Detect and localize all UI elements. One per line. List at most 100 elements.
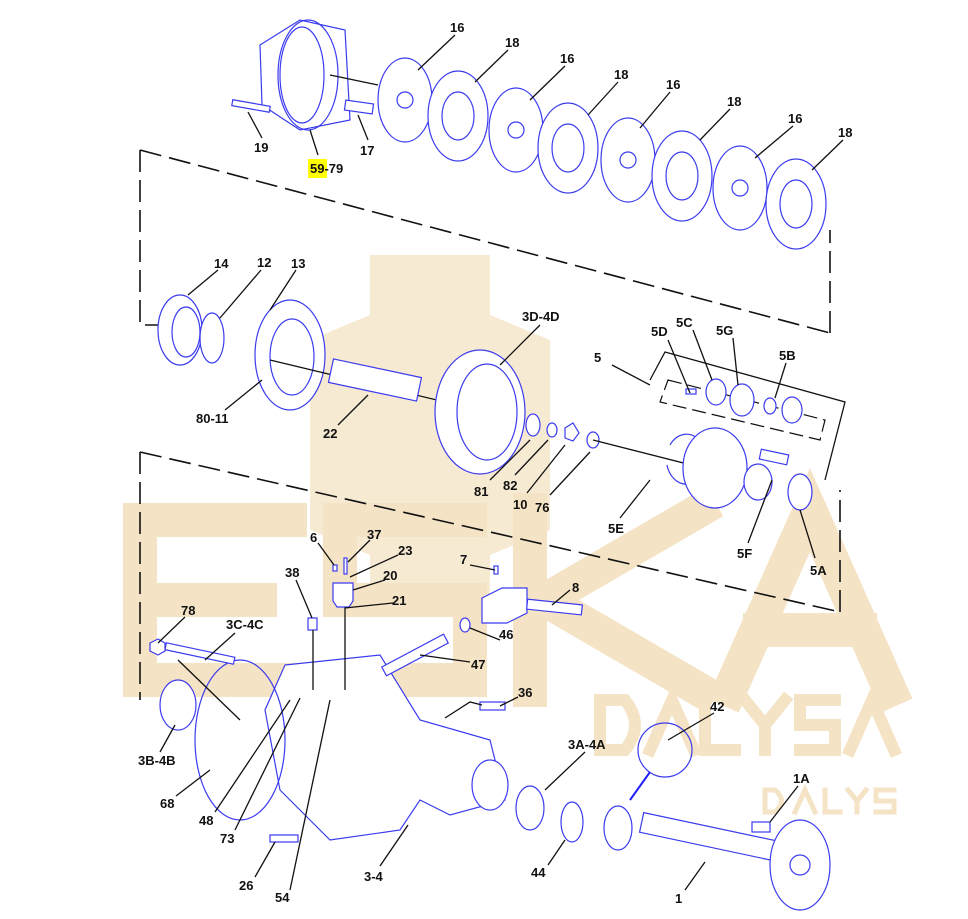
pin-17 <box>343 99 375 115</box>
label-18[interactable]: 18 <box>505 35 519 50</box>
label-82[interactable]: 82 <box>503 478 517 493</box>
label-5f[interactable]: 5F <box>737 546 752 561</box>
disc-pack <box>377 57 827 250</box>
block-8 <box>481 587 528 624</box>
watermark-sub-lettering <box>762 783 897 816</box>
label-48[interactable]: 48 <box>199 813 213 828</box>
label-37[interactable]: 37 <box>367 527 381 542</box>
label-26[interactable]: 26 <box>239 878 253 893</box>
label-16[interactable]: 16 <box>560 51 574 66</box>
label-12[interactable]: 12 <box>257 255 271 270</box>
label-3b-4b[interactable]: 3B-4B <box>138 753 176 768</box>
leader-lines <box>157 34 844 891</box>
shaft-22 <box>327 358 423 402</box>
gear-5a <box>787 473 813 511</box>
label-5c[interactable]: 5C <box>676 315 693 330</box>
pin-5d <box>685 388 697 395</box>
bracket-5 <box>649 351 846 481</box>
label-10[interactable]: 10 <box>513 497 527 512</box>
label-3a-4a[interactable]: 3A-4A <box>568 737 606 752</box>
label-5b[interactable]: 5B <box>779 348 796 363</box>
label-5e[interactable]: 5E <box>608 521 624 536</box>
label-18[interactable]: 18 <box>614 67 628 82</box>
label-47[interactable]: 47 <box>471 657 485 672</box>
frame-lower <box>139 451 841 700</box>
label-46[interactable]: 46 <box>499 627 513 642</box>
nut-82 <box>546 422 558 438</box>
label-1a[interactable]: 1A <box>793 771 810 786</box>
label-78[interactable]: 78 <box>181 603 195 618</box>
breather-38 <box>307 617 318 631</box>
label-54[interactable]: 54 <box>275 890 290 905</box>
label-1[interactable]: 1 <box>675 891 682 906</box>
label-8[interactable]: 8 <box>572 580 579 595</box>
label-38[interactable]: 38 <box>285 565 299 580</box>
highlight-59 <box>308 159 327 178</box>
gear-5g <box>729 383 755 417</box>
label-5d[interactable]: 5D <box>651 324 668 339</box>
lower-assembly <box>149 557 831 911</box>
bolt-19 <box>231 99 271 113</box>
bearing-44 <box>560 801 584 843</box>
label-3-4[interactable]: 3-4 <box>364 869 384 884</box>
axle-shaft-1 <box>638 811 792 865</box>
label-68[interactable]: 68 <box>160 796 174 811</box>
label-13[interactable]: 13 <box>291 256 305 271</box>
label-17[interactable]: 17 <box>360 143 374 158</box>
label-18[interactable]: 18 <box>727 94 741 109</box>
label-5[interactable]: 5 <box>594 350 601 365</box>
label-7[interactable]: 7 <box>460 552 467 567</box>
bolt-26 <box>269 834 299 843</box>
label-3d-4d[interactable]: 3D-4D <box>522 309 560 324</box>
axle-housing-3-4 <box>264 654 506 841</box>
label-22[interactable]: 22 <box>323 426 337 441</box>
label-80-11[interactable]: 80-11 <box>196 411 229 426</box>
label-23[interactable]: 23 <box>398 543 412 558</box>
label-5g[interactable]: 5G <box>716 323 733 338</box>
differential-case <box>682 427 748 509</box>
label-5a[interactable]: 5A <box>810 563 827 578</box>
brake-housing <box>231 19 379 131</box>
label-59-79-suffix[interactable]: -79 <box>324 161 343 176</box>
label-21[interactable]: 21 <box>392 593 406 608</box>
label-19[interactable]: 19 <box>254 140 268 155</box>
ring-gear-3d4d <box>434 349 526 475</box>
label-16[interactable]: 16 <box>450 20 464 35</box>
stud-3c4c <box>164 642 236 665</box>
label-36[interactable]: 36 <box>518 685 532 700</box>
lock-10 <box>564 422 580 442</box>
seal <box>603 805 633 851</box>
label-6[interactable]: 6 <box>310 530 317 545</box>
seal-46 <box>459 617 471 633</box>
bearing-cup-3a4a <box>515 785 545 831</box>
axle-flange <box>769 819 831 911</box>
label-20[interactable]: 20 <box>383 568 397 583</box>
screw-37 <box>343 557 348 575</box>
label-18[interactable]: 18 <box>838 125 852 140</box>
shaft-47 <box>380 633 450 677</box>
bolt-36 <box>479 701 506 711</box>
label-76[interactable]: 76 <box>535 500 549 515</box>
label-42[interactable]: 42 <box>710 699 724 714</box>
label-44[interactable]: 44 <box>531 865 546 880</box>
label-16[interactable]: 16 <box>788 111 802 126</box>
detail-42 <box>637 722 693 778</box>
middle-assembly <box>157 294 813 511</box>
label-16[interactable]: 16 <box>666 77 680 92</box>
label-14[interactable]: 14 <box>214 256 229 271</box>
pin-5f <box>758 448 790 466</box>
ring-5c <box>705 378 727 406</box>
stud-1a <box>751 821 771 833</box>
washer-81 <box>525 413 541 437</box>
label-59[interactable]: 59 <box>310 161 324 176</box>
label-81[interactable]: 81 <box>474 484 488 499</box>
frame-disc-pack <box>139 149 831 334</box>
label-73[interactable]: 73 <box>220 831 234 846</box>
label-59-79[interactable]: 59-79 <box>310 161 343 176</box>
fitting-6 <box>332 564 338 572</box>
seal-3b4b <box>159 679 197 731</box>
ring-5b <box>763 397 777 415</box>
label-3c-4c[interactable]: 3C-4C <box>226 617 264 632</box>
